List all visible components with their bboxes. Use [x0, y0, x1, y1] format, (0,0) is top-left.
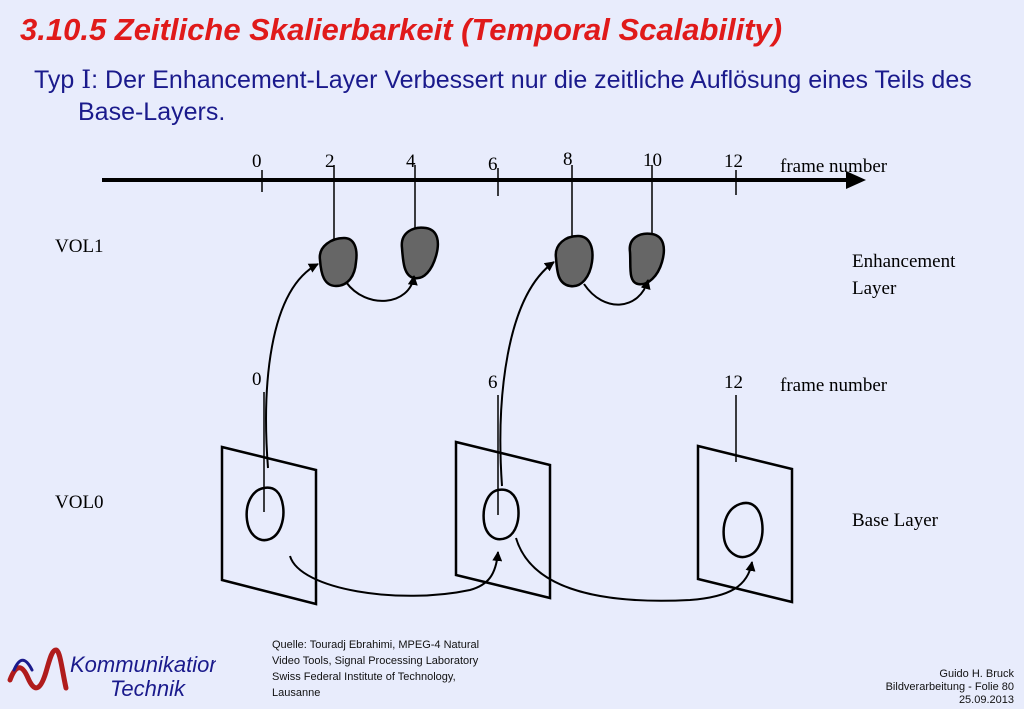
footer-author: Guido H. Bruck: [939, 668, 1014, 680]
base-object-0: [245, 486, 285, 542]
enh-arrow-2-to-4: [345, 275, 418, 302]
subtitle-line2: Base-Layers.: [78, 98, 226, 126]
source-line-2: Video Tools, Signal Processing Laborator…: [272, 655, 479, 667]
base-object-12: [722, 501, 764, 559]
base-drop-lines: [263, 392, 737, 515]
logo-word-1: Kommunikations: [70, 652, 216, 677]
source-line-3: Swiss Federal Institute of Technology,: [272, 671, 456, 683]
base-frame-0: [220, 445, 318, 606]
enhancement-frame-10: [628, 232, 666, 286]
logo-wave-icon: [7, 647, 69, 691]
source-citation: Quelle: Touradj Ebrahimi, MPEG-4 Natural…: [272, 637, 512, 701]
mid-tick-0: 0: [252, 369, 262, 390]
enh-arrow-8-to-10: [583, 279, 651, 306]
footer-course: Bildverarbeitung - Folie 80: [885, 681, 1014, 693]
subtitle-roman: I: [81, 65, 92, 94]
slide-subtitle: Typ I: Der Enhancement-Layer Verbessert …: [34, 64, 1014, 128]
base-layer-label: Base Layer: [852, 510, 939, 531]
top-tick-12: 12: [724, 151, 743, 172]
top-tick-8: 8: [563, 149, 573, 170]
source-line-4: Lausanne: [272, 687, 321, 699]
slide-footer: Guido H. Bruck Bildverarbeitung - Folie …: [886, 668, 1014, 707]
vol1-label: VOL1: [55, 236, 104, 257]
mid-tick-6: 6: [488, 372, 498, 393]
source-line-1: Quelle: Touradj Ebrahimi, MPEG-4 Natural: [272, 639, 480, 651]
footer-date: 25.09.2013: [958, 694, 1014, 706]
top-tick-0: 0: [252, 151, 262, 172]
enhancement-drop-lines: [333, 165, 653, 242]
enhancement-frame-4: [400, 226, 440, 280]
top-tick-10: 10: [643, 150, 662, 171]
slide-title: 3.10.5 Zeitliche Skalierbarkeit (Tempora…: [20, 12, 783, 47]
base-frame-12: [696, 444, 794, 604]
mid-tick-12: 12: [724, 372, 743, 393]
top-axis-label: frame number: [780, 156, 888, 177]
base-to-enh-arrow-6-8: [499, 261, 555, 487]
base-frame-6: [454, 440, 552, 600]
vol0-label: VOL0: [55, 492, 104, 513]
subtitle-typ: Typ: [34, 66, 82, 94]
top-tick-2: 2: [325, 151, 335, 172]
base-object-6: [482, 488, 520, 541]
top-tick-6: 6: [488, 154, 498, 175]
enhancement-frame-2: [318, 236, 358, 288]
top-axis-arrowhead: [846, 171, 866, 189]
enhancement-frame-8: [554, 234, 594, 288]
base-to-enh-arrow-0-2: [265, 263, 319, 469]
enhancement-label-line1: Enhancement: [852, 251, 956, 272]
logo-wave-shadow-icon: [12, 658, 34, 672]
base-arrow-6-to-12: [515, 537, 756, 602]
logo-word-2: Technik: [110, 676, 186, 701]
mid-axis-label: frame number: [780, 375, 888, 396]
top-axis-ticks: [261, 168, 737, 196]
base-arrow-0-to-6: [289, 551, 503, 597]
top-tick-4: 4: [406, 151, 416, 172]
enhancement-label-line2: Layer: [852, 278, 897, 299]
subtitle-line1: : Der Enhancement-Layer Verbessert nur d…: [91, 66, 972, 94]
kommunikationstechnik-logo: Kommunikations Technik: [7, 647, 216, 701]
